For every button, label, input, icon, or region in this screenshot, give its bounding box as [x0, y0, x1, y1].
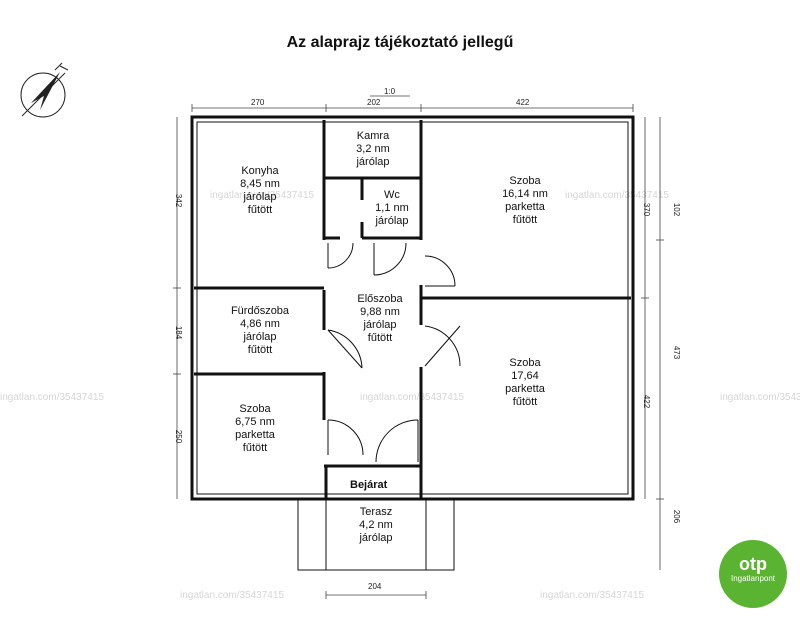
- room-wc: Wc 1,1 nm járólap: [375, 189, 409, 227]
- otp-logo: otp Ingatlanpont: [719, 540, 787, 608]
- watermark: ingatlan.com/35437415: [720, 392, 800, 403]
- watermark: ingatlan.com/35437415: [0, 392, 104, 403]
- dimension-label: 342: [174, 193, 184, 208]
- dimension-label: 422: [516, 98, 530, 107]
- logo-brand: otp: [739, 554, 767, 574]
- north-arrow-icon: [20, 62, 69, 118]
- dimension-label: 102: [672, 202, 682, 217]
- dimension-label: 204: [368, 582, 382, 591]
- entrance-label: Bejárat: [350, 479, 388, 491]
- watermark: ingatlan.com/35437415: [565, 190, 669, 201]
- dimension-label: 202: [367, 98, 381, 107]
- dimension-label: 370: [642, 202, 652, 217]
- dimension-label: 206: [672, 509, 682, 524]
- scale-label: 1:0: [384, 87, 396, 96]
- plan-title: Az alaprajz tájékoztató jellegű: [286, 34, 514, 51]
- room-konyha: Konyha 8,45 nm járólap fűtött: [240, 165, 280, 216]
- dimension-label: 422: [642, 394, 652, 409]
- room-szoba-2: Szoba 17,64 parketta fűtött: [505, 357, 545, 408]
- room-kamra: Kamra 3,2 nm járólap: [356, 130, 390, 168]
- room-szoba-3: Szoba 6,75 nm parketta fűtött: [235, 403, 275, 454]
- logo-sub: Ingatlanpont: [730, 574, 776, 583]
- watermark: ingatlan.com/35437415: [540, 590, 644, 601]
- room-terasz: Terasz 4,2 nm járólap: [359, 506, 393, 544]
- watermark: ingatlan.com/35437415: [360, 392, 464, 403]
- dimension-label: 184: [174, 325, 184, 340]
- room-eloszoba: Előszoba 9,88 nm járólap fűtött: [357, 293, 403, 344]
- room-furdoszoba: Fürdőszoba 4,86 nm járólap fűtött: [230, 305, 290, 356]
- watermark: ingatlan.com/35437415: [180, 590, 284, 601]
- dimension-label: 270: [251, 98, 265, 107]
- dimension-label: 250: [174, 429, 184, 444]
- watermark: ingatlan.com/35437415: [210, 190, 314, 201]
- dimension-label: 473: [672, 345, 682, 360]
- room-szoba-1: Szoba 16,14 nm parketta fűtött: [502, 175, 548, 226]
